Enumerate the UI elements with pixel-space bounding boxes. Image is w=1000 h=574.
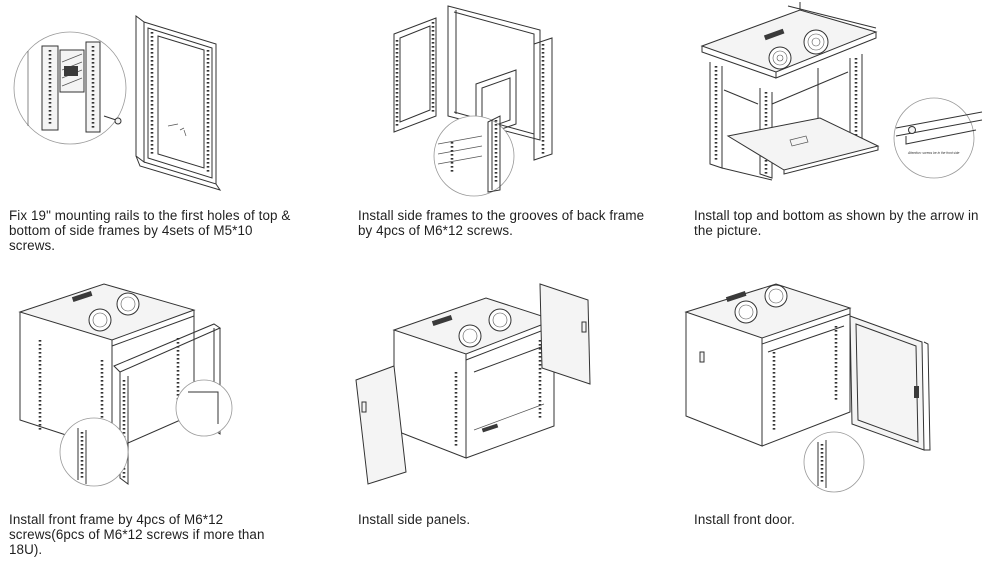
step-4-illustration (18, 280, 234, 498)
step-2-caption: Install side frames to the grooves of ba… (358, 208, 645, 238)
step-1-caption: Fix 19" mounting rails to the first hole… (9, 208, 291, 253)
mounting-rail-diagram (13, 15, 222, 191)
step-2-illustration (392, 4, 562, 197)
step-6-caption: Install front door. (694, 512, 795, 527)
side-frame-diagram (393, 5, 553, 197)
step-4-caption: Install front frame by 4pcs of M6*12 scr… (9, 512, 265, 557)
front-door-diagram (684, 283, 931, 493)
step-5-illustration (354, 280, 618, 485)
side-panel-diagram (355, 283, 591, 485)
attention-note: Attention: screws be in the front side (907, 151, 960, 155)
step-6-illustration (684, 282, 944, 493)
step-3-illustration: Attention: screws be in the front side (700, 2, 990, 192)
step-5-caption: Install side panels. (358, 512, 471, 527)
step-3-caption: Install top and bottom as shown by the a… (694, 208, 979, 238)
front-frame-diagram (18, 283, 233, 487)
top-bottom-diagram: Attention: screws be in the front side (700, 2, 983, 181)
step-1-illustration (8, 6, 228, 192)
